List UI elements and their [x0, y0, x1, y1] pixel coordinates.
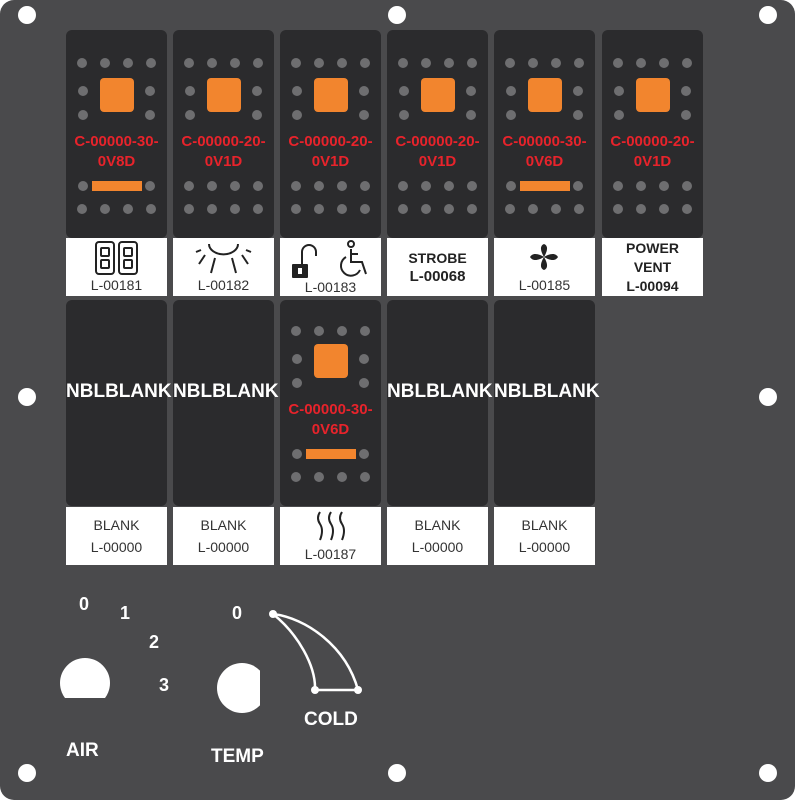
- blank-plug-2: NBLBLANK: [173, 300, 279, 506]
- switch-label-3: L-00183: [280, 238, 381, 296]
- indicator-lamp: [420, 78, 455, 112]
- blank-plug-1: NBLBLANK: [66, 300, 172, 506]
- rocker-switch-7[interactable]: C-00000-30-0V6D: [280, 300, 381, 506]
- temp-label: TEMP: [211, 746, 264, 767]
- mount-hole: [759, 6, 777, 24]
- temp-position-0: 0: [232, 603, 243, 623]
- lock-wheelchair-icon: [292, 240, 367, 278]
- heat-waves-icon: [317, 511, 345, 541]
- blank-label-3: BLANK L-00000: [387, 507, 488, 565]
- rocker-switch-5[interactable]: C-00000-30-0V6D: [494, 30, 595, 238]
- indicator-bar: [519, 181, 570, 191]
- rocker-switch-2[interactable]: C-00000-20-0V1D: [173, 30, 274, 238]
- part-code: C-00000-30-0V8D: [74, 133, 159, 170]
- dual-lamp-icon: [95, 241, 138, 275]
- air-position-2: 2: [149, 632, 160, 652]
- blank-label-4: BLANK L-00000: [494, 507, 595, 565]
- blank-plug-text: NBLBLANK: [66, 381, 172, 402]
- cold-label: COLD: [304, 709, 358, 730]
- blank-plug-text: NBLBLANK: [173, 381, 279, 402]
- indicator-lamp: [313, 344, 348, 378]
- indicator-bar: [91, 181, 142, 191]
- mount-hole: [759, 764, 777, 782]
- part-code: C-00000-30-0V6D: [502, 133, 587, 170]
- part-code: C-00000-20-0V1D: [288, 133, 373, 170]
- air-position-3: 3: [159, 675, 170, 695]
- mount-hole: [388, 764, 406, 782]
- switch-label-4: STROBE L-00068: [387, 238, 488, 296]
- part-code: C-00000-30-0V6D: [288, 401, 373, 438]
- switch-label-2: L-00182: [173, 238, 274, 296]
- air-position-1: 1: [120, 603, 131, 623]
- rocker-switch-4[interactable]: C-00000-20-0V1D: [387, 30, 488, 238]
- mount-hole: [18, 764, 36, 782]
- temp-knob[interactable]: [217, 663, 260, 713]
- mount-hole: [388, 6, 406, 24]
- mount-hole: [759, 388, 777, 406]
- indicator-lamp: [635, 78, 670, 112]
- rocker-switch-3[interactable]: C-00000-20-0V1D: [280, 30, 381, 238]
- blank-plug-text: NBLBLANK: [387, 381, 493, 402]
- indicator-lamp: [99, 78, 134, 112]
- fan-icon: [530, 244, 558, 270]
- air-position-0: 0: [79, 594, 90, 614]
- indicator-lamp: [527, 78, 562, 112]
- light-rays-icon: [195, 243, 252, 274]
- switch-label-5: L-00185: [494, 238, 595, 296]
- air-label: AIR: [66, 740, 99, 761]
- indicator-lamp: [206, 78, 241, 112]
- temp-scale-arc: [269, 610, 362, 694]
- switch-label-1: L-00181: [66, 238, 167, 296]
- air-knob[interactable]: [60, 658, 110, 698]
- blank-plug-text: NBLBLANK: [494, 381, 600, 402]
- switch-label-6: POWER VENT L-00094: [602, 238, 703, 296]
- mount-hole: [18, 6, 36, 24]
- part-code: C-00000-20-0V1D: [610, 133, 695, 170]
- part-code: C-00000-20-0V1D: [181, 133, 266, 170]
- mount-hole: [18, 388, 36, 406]
- part-code: C-00000-20-0V1D: [395, 133, 480, 170]
- indicator-lamp: [313, 78, 348, 112]
- blank-plug-4: NBLBLANK: [494, 300, 600, 506]
- rocker-switch-1[interactable]: C-00000-30-0V8D: [66, 30, 167, 238]
- blank-label-1: BLANK L-00000: [66, 507, 167, 565]
- switch-label-7: L-00187: [280, 507, 381, 565]
- blank-label-2: BLANK L-00000: [173, 507, 274, 565]
- rocker-switch-6[interactable]: C-00000-20-0V1D: [602, 30, 703, 238]
- blank-plug-3: NBLBLANK: [387, 300, 493, 506]
- indicator-bar: [305, 449, 356, 459]
